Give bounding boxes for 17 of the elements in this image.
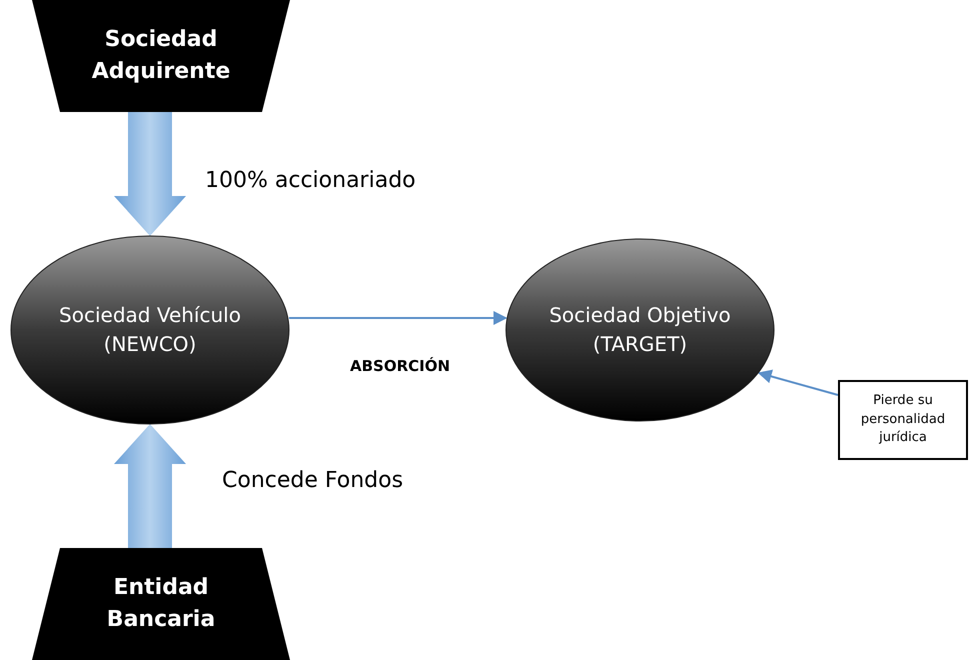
edge-label: Concede Fondos xyxy=(222,468,404,493)
node-label: Pierde su personalidad jurídica xyxy=(860,392,946,448)
entity-ellipse xyxy=(10,235,290,425)
node-label: Sociedad Adquirente xyxy=(90,26,232,86)
note-box xyxy=(838,380,968,460)
arrow xyxy=(758,370,838,396)
arrow xyxy=(289,311,508,325)
node-label: Sociedad Objetivo (TARGET) xyxy=(548,302,732,358)
edge-label: ABSORCIÓN xyxy=(350,357,450,375)
block-arrow xyxy=(114,112,186,236)
node-label: Entidad Bancaria xyxy=(106,574,216,634)
entity-ellipse xyxy=(505,238,775,422)
entity-trapezoid xyxy=(32,548,290,660)
node-label: Sociedad Vehículo (NEWCO) xyxy=(58,302,242,358)
block-arrow xyxy=(114,424,186,548)
entity-trapezoid xyxy=(32,0,290,112)
edge-label: 100% accionariado xyxy=(205,168,416,193)
